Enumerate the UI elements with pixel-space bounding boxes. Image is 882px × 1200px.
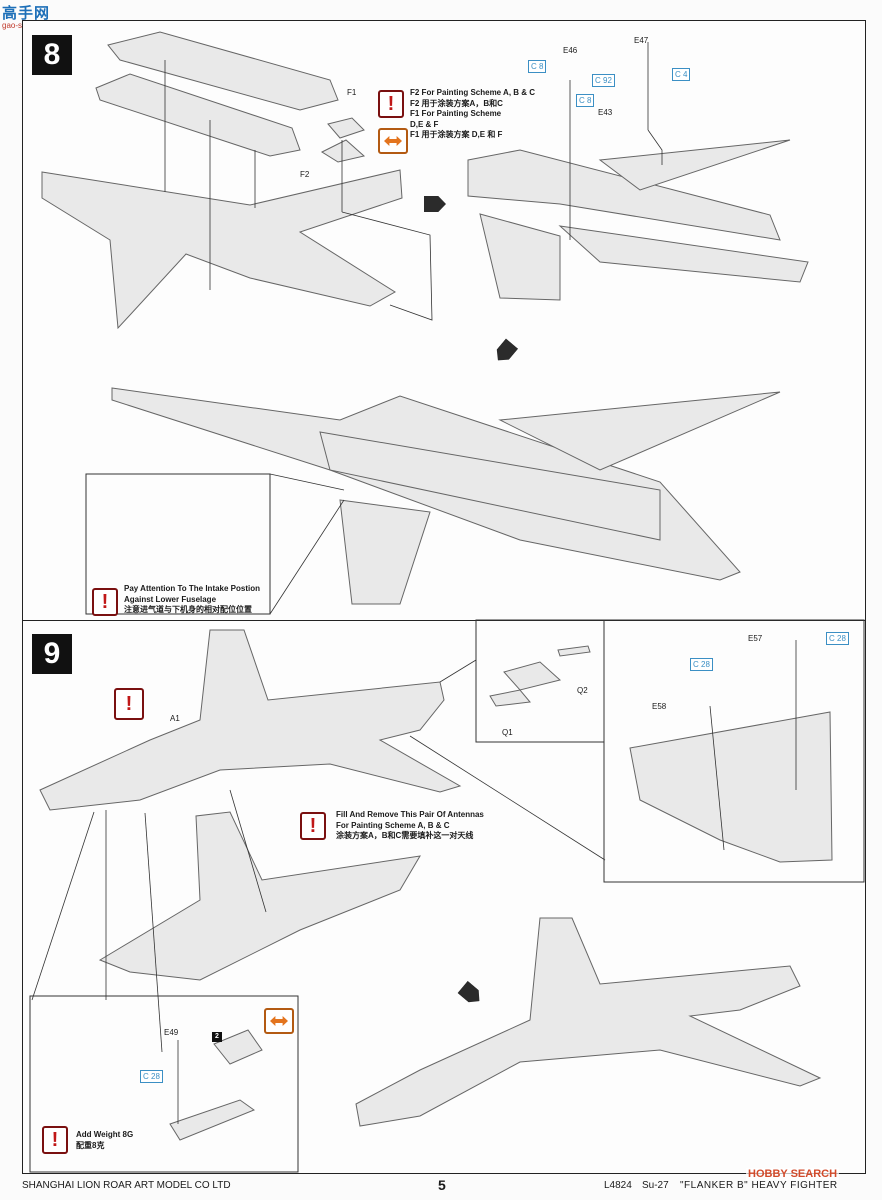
full-assembly-wing [498,391,781,471]
color-ref-c28: C 28 [140,1070,163,1083]
part-q1-label: Q1 [502,728,513,737]
intake-position-note: Pay Attention To The Intake Postion Agai… [124,584,260,616]
footer-company: SHANGHAI LION ROAR ART MODEL CO LTD [22,1180,231,1191]
color-ref-c28: C 28 [826,632,849,645]
color-ref-c8: C 8 [528,60,547,73]
lower-fuselage [41,169,403,330]
intake-note-line: Pay Attention To The Intake Postion [124,584,261,593]
color-ref-c92: C 92 [592,74,615,87]
upper-fuselage-part [107,31,339,111]
antenna-note-line: For Painting Scheme A, B & C [336,820,450,830]
step-8-number: 8 [32,35,72,75]
site-watermark-title: 高手网 [2,5,51,22]
intake-detail-box [85,473,271,615]
assembled-wing-right [598,139,791,191]
page-number: 5 [438,1177,446,1193]
painting-note-line: F2 用于涂装方案A，B和C [410,98,503,108]
weight-note-line: Add Weight 8G [76,1130,134,1139]
color-ref-c8: C 8 [576,94,595,107]
part-e49-label: E49 [164,1028,179,1037]
subassembly-2-shape [213,1029,263,1065]
part-f1-shape [327,117,365,139]
final-aircraft [355,917,822,1127]
engine-nacelle-part [95,73,301,157]
part-f1-label: F1 [347,88,357,97]
full-assembly-nacelle [319,431,661,541]
tail-detail-box [603,619,865,883]
part-e43-label: E43 [598,108,613,117]
color-ref-c28: C 28 [690,658,713,671]
footer-watermark: HOBBY SEARCH [746,1168,840,1180]
add-weight-note: Add Weight 8G 配重8克 [76,1130,133,1151]
intake-warning-icon: ! [92,588,118,616]
assembled-tail-right [479,213,561,301]
lower-body-step9 [98,811,421,981]
part-e46-label: E46 [563,46,578,55]
antenna-note-line: 涂装方案A，B和C需要填补这一对天线 [336,831,474,840]
antenna-note: Fill And Remove This Pair Of Antennas Fo… [336,810,484,842]
option-swap-icon [378,128,408,154]
detail-tail-section [629,711,833,863]
part-e58-label: E58 [652,702,667,711]
footer-kit-name: "FLANKER B" HEAVY FIGHTER [680,1180,838,1191]
intake-note-line: 注意进气道与下机身的相对配位位置 [124,605,252,614]
weight-detail-box [29,995,299,1173]
assembled-nacelle-right [558,225,809,283]
part-q1-shape [503,661,562,691]
part-f2-shape [320,139,366,163]
part-q2-label: Q2 [577,686,588,695]
weight-warning-icon: ! [42,1126,68,1154]
part-a1-label: A1 [170,714,180,723]
fuselage-a1 [39,629,462,811]
next-step-arrow [424,196,446,212]
painting-warning-icon: ! [378,90,404,118]
part-e57-label: E57 [748,634,763,643]
assembled-upper-right [467,149,781,241]
antenna-note-line: Fill And Remove This Pair Of Antennas [336,810,484,819]
full-assembly-vertical-tail [339,499,431,605]
part-e47-label: E47 [634,36,649,45]
painting-warning-icon: ! [114,688,144,720]
intake-note-line: Against Lower Fuselage [124,594,217,604]
painting-note-line: D,E & F [410,119,439,129]
painting-note-line: F1 For Painting Scheme [410,109,502,118]
option-swap-icon [264,1008,294,1034]
part-f2-label: F2 [300,170,310,179]
painting-note-line: F1 用于涂装方案 D,E 和 F [410,130,503,139]
part-q2-shape [557,645,591,657]
weight-detail-part [169,1099,256,1141]
footer-model: Su-27 [642,1180,669,1191]
part-q1b-shape [489,689,531,707]
step-9-number: 9 [32,634,72,674]
painting-scheme-note: F2 For Painting Scheme A, B & C F2 用于涂装方… [410,88,535,141]
weight-note-line: 配重8克 [76,1140,105,1150]
footer-product-code: L4824 [604,1180,632,1191]
antenna-warning-icon: ! [300,812,326,840]
painting-note-line: F2 For Painting Scheme A, B & C [410,88,536,97]
color-ref-c4: C 4 [672,68,691,81]
subassembly-2-badge: 2 [212,1032,222,1042]
